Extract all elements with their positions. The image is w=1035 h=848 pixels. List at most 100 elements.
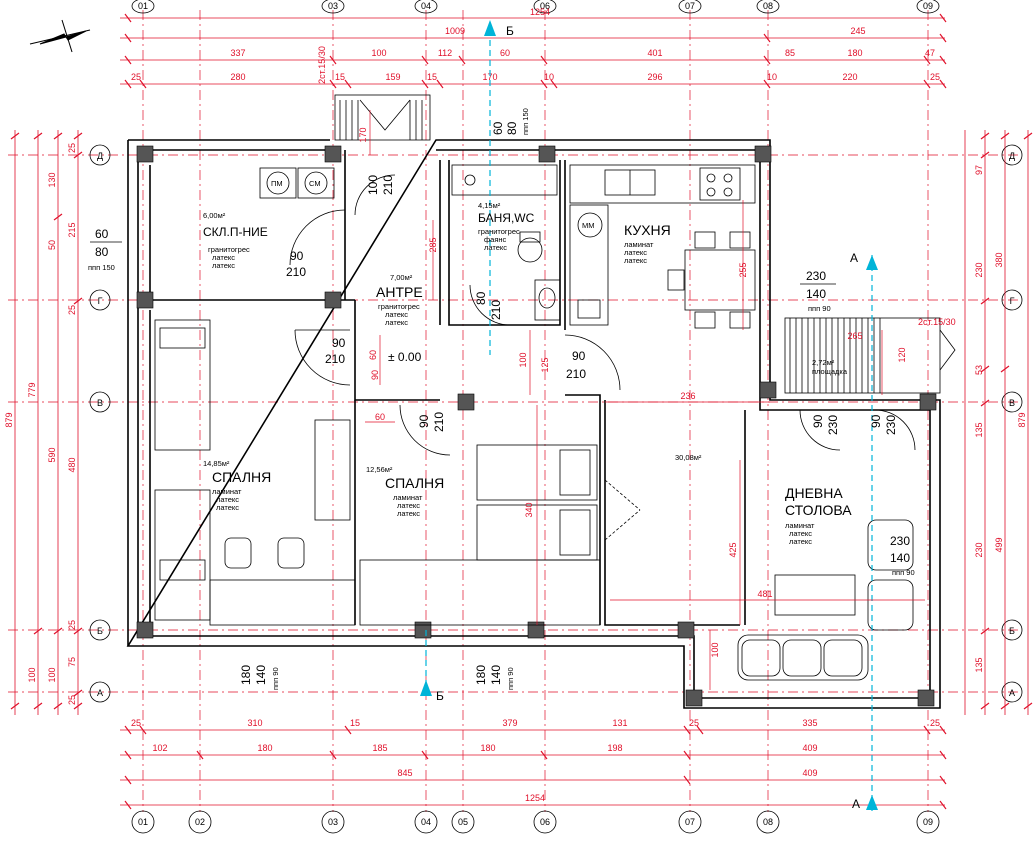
door-entry-h: 210 — [381, 175, 395, 195]
win-bed1-w: 180 — [239, 665, 253, 685]
dim-bot-total: 1254 — [525, 793, 545, 803]
win-storage-w: 60 — [95, 227, 109, 241]
dim-right-53: 53 — [974, 365, 984, 375]
room-finish-wall: латекс — [216, 495, 239, 504]
dim-left-130: 130 — [47, 172, 57, 187]
win-storage-h: 80 — [95, 245, 109, 259]
dim-right-135b: 135 — [974, 657, 984, 672]
room-area: 2,72м² — [812, 358, 835, 367]
dim-left-879: 879 — [4, 412, 14, 427]
win-bed1-sill: ппп 90 — [271, 667, 280, 690]
dim-bot-198: 198 — [607, 743, 622, 753]
room-name: ДНЕВНА — [785, 485, 843, 501]
room-finish-floor: ламинат — [212, 487, 242, 496]
dim-right-230a: 230 — [974, 262, 984, 277]
room-finish-ceiling: латекс — [216, 503, 239, 512]
idim-4: 265 — [847, 331, 862, 341]
col-03-bottom: 03 — [328, 817, 338, 827]
room-area: 12,56м² — [366, 465, 393, 474]
col-06-bottom: 06 — [540, 817, 550, 827]
door-bath-w: 80 — [474, 291, 488, 305]
dim-bot-r1-0: 25 — [131, 718, 141, 728]
col-04-top: 04 — [421, 1, 431, 11]
appliance-pm: ПМ — [271, 179, 283, 188]
right-dimensions: 879 380 499 97 230 53 135 230 135 — [974, 165, 1027, 673]
dim-bot-185: 185 — [372, 743, 387, 753]
col-03-top: 03 — [328, 1, 338, 11]
door-kitchen-w: 90 — [572, 349, 586, 363]
dim-bot-379: 379 — [502, 718, 517, 728]
dim-top-r4-6: 10 — [544, 72, 554, 82]
dim-bot-102: 102 — [152, 743, 167, 753]
appliance-sm: СМ — [309, 179, 321, 188]
column-bubbles-bottom: 01 02 03 04 05 06 07 08 09 — [131, 810, 940, 834]
dim-top-401: 401 — [647, 48, 662, 58]
dim-left-25c: 25 — [67, 620, 77, 630]
room-finish-wall: латекс — [385, 310, 408, 319]
room-storage: 6,00м² СКЛ.П-НИЕ гранитогрес латекс лате… — [203, 211, 268, 270]
room-name-2: СТОЛОВА — [785, 502, 852, 518]
door-terrace1-h: 230 — [826, 415, 840, 435]
room-finish-wall: латекс — [624, 248, 647, 257]
col-01-bottom: 01 — [138, 817, 148, 827]
win-bed2-w: 180 — [474, 665, 488, 685]
idim-6: 125 — [540, 357, 550, 372]
door-terrace2-w: 90 — [869, 414, 883, 428]
section-a-top: А — [850, 251, 858, 265]
room-name: СПАЛНЯ — [385, 475, 444, 491]
section-b-bottom: Б — [436, 689, 444, 703]
column-bubbles-top: 01 03 04 06 07 08 09 — [131, 0, 940, 14]
col-09-bottom: 09 — [923, 817, 933, 827]
dim-top-296: 296 — [647, 72, 662, 82]
row-g-right: Г — [1010, 296, 1015, 306]
room-finish-wall: латекс — [789, 529, 812, 538]
room-area: 4,15м² — [478, 201, 501, 210]
dim-right-230b: 230 — [974, 542, 984, 557]
room-finish-floor: гранитогрес — [378, 302, 420, 311]
level-mark: ± 0.00 — [388, 350, 422, 364]
win-bath-w: 60 — [491, 121, 505, 135]
idim-7: 340 — [524, 502, 534, 517]
room-name: площадка — [812, 367, 848, 376]
row-a-right: А — [1009, 688, 1015, 698]
win-kitchen-sill: ппп 90 — [808, 304, 831, 313]
room-bathroom: 4,15м² БАНЯ,WC гранитогрес фаянс латекс — [478, 201, 535, 252]
dim-left-100b: 100 — [47, 667, 57, 682]
room-finish-ceiling: латекс — [397, 509, 420, 518]
win-bed2-h: 140 — [489, 665, 503, 685]
room-finish-floor: гранитогрес — [478, 227, 520, 236]
row-a-left: А — [97, 688, 103, 698]
room-finish-ceiling: латекс — [624, 256, 647, 265]
dim-bot-310: 310 — [247, 718, 262, 728]
room-finish-floor: ламинат — [785, 521, 815, 530]
room-area: 6,00м² — [203, 211, 226, 220]
room-area: 7,00м² — [390, 273, 413, 282]
dim-left-779: 779 — [27, 382, 37, 397]
room-area: 30,08м² — [675, 453, 702, 462]
row-d-right: Д — [1009, 151, 1015, 161]
dim-top-159: 159 — [385, 72, 400, 82]
room-name: БАНЯ,WC — [478, 211, 535, 225]
room-name: АНТРЕ — [376, 284, 423, 300]
row-d-left: Д — [97, 151, 103, 161]
dim-bot-335: 335 — [802, 718, 817, 728]
door-storage-h: 210 — [286, 265, 306, 279]
dim-right-879: 879 — [1017, 412, 1027, 427]
door-bath-h: 210 — [489, 300, 503, 320]
dim-top-112: 112 — [438, 48, 452, 58]
idim-2: 255 — [738, 262, 748, 277]
dim-left-480: 480 — [67, 457, 77, 472]
stair-label-terrace: 2ст.15/30 — [918, 317, 956, 327]
stair-label-top: 2ст.15/30 — [317, 46, 327, 84]
dim-top-337: 337 — [230, 48, 245, 58]
room-finish-wall: латекс — [397, 501, 420, 510]
entry-stairs — [334, 94, 431, 141]
dimension-lines — [10, 13, 1033, 810]
dim-bot-845: 845 — [397, 768, 412, 778]
axis-grid — [8, 10, 1020, 812]
room-finish-floor: ламинат — [393, 493, 423, 502]
room-finish-wall: латекс — [212, 253, 235, 262]
col-09-top: 09 — [923, 1, 933, 11]
door-storage-w: 90 — [290, 249, 304, 263]
win-living-w: 230 — [890, 534, 910, 548]
